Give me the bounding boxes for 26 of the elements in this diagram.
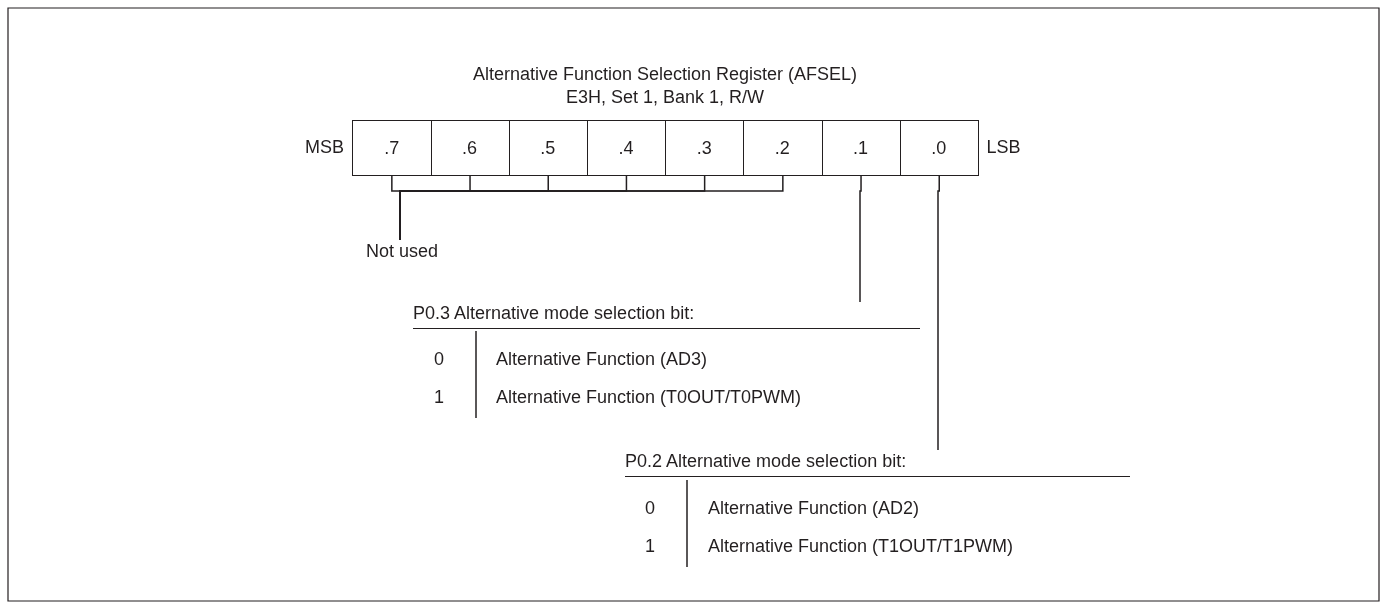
register-subtitle: E3H, Set 1, Bank 1, R/W — [565, 86, 765, 108]
leader-line — [937, 175, 940, 451]
register-bit-cell: .7 — [352, 120, 432, 176]
bit-value: 1 — [645, 535, 655, 557]
bit-value: 1 — [434, 386, 444, 408]
leader-line — [399, 175, 784, 241]
register-bit-cell: .1 — [821, 120, 901, 176]
register-bit-cell: .6 — [430, 120, 510, 176]
bit-note: Not used — [366, 240, 439, 262]
bit-value: 0 — [434, 348, 444, 370]
bit-field-heading: P0.3 Alternative mode selection bit: — [413, 302, 920, 329]
lsb-label: LSB — [986, 136, 1021, 158]
register-bit-cell: .4 — [586, 120, 667, 176]
bit-field-heading: P0.2 Alternative mode selection bit: — [625, 450, 1130, 477]
function-description: Alternative Function (AD3) — [496, 348, 708, 370]
leader-line — [859, 175, 862, 303]
msb-label: MSB — [305, 136, 344, 158]
register-bit-cell: .2 — [743, 120, 823, 176]
function-description: Alternative Function (T1OUT/T1PWM) — [708, 535, 1014, 557]
function-description: Alternative Function (AD2) — [708, 497, 920, 519]
register-bit-cell: .3 — [664, 120, 745, 176]
register-bit-cell: .5 — [508, 120, 589, 176]
bit-value: 0 — [645, 497, 655, 519]
diagram-title: Alternative Function Selection Register (AFSEL) — [472, 63, 858, 85]
function-description: Alternative Function (T0OUT/T0PWM) — [496, 386, 802, 408]
register-bit-cell: .0 — [899, 120, 980, 176]
